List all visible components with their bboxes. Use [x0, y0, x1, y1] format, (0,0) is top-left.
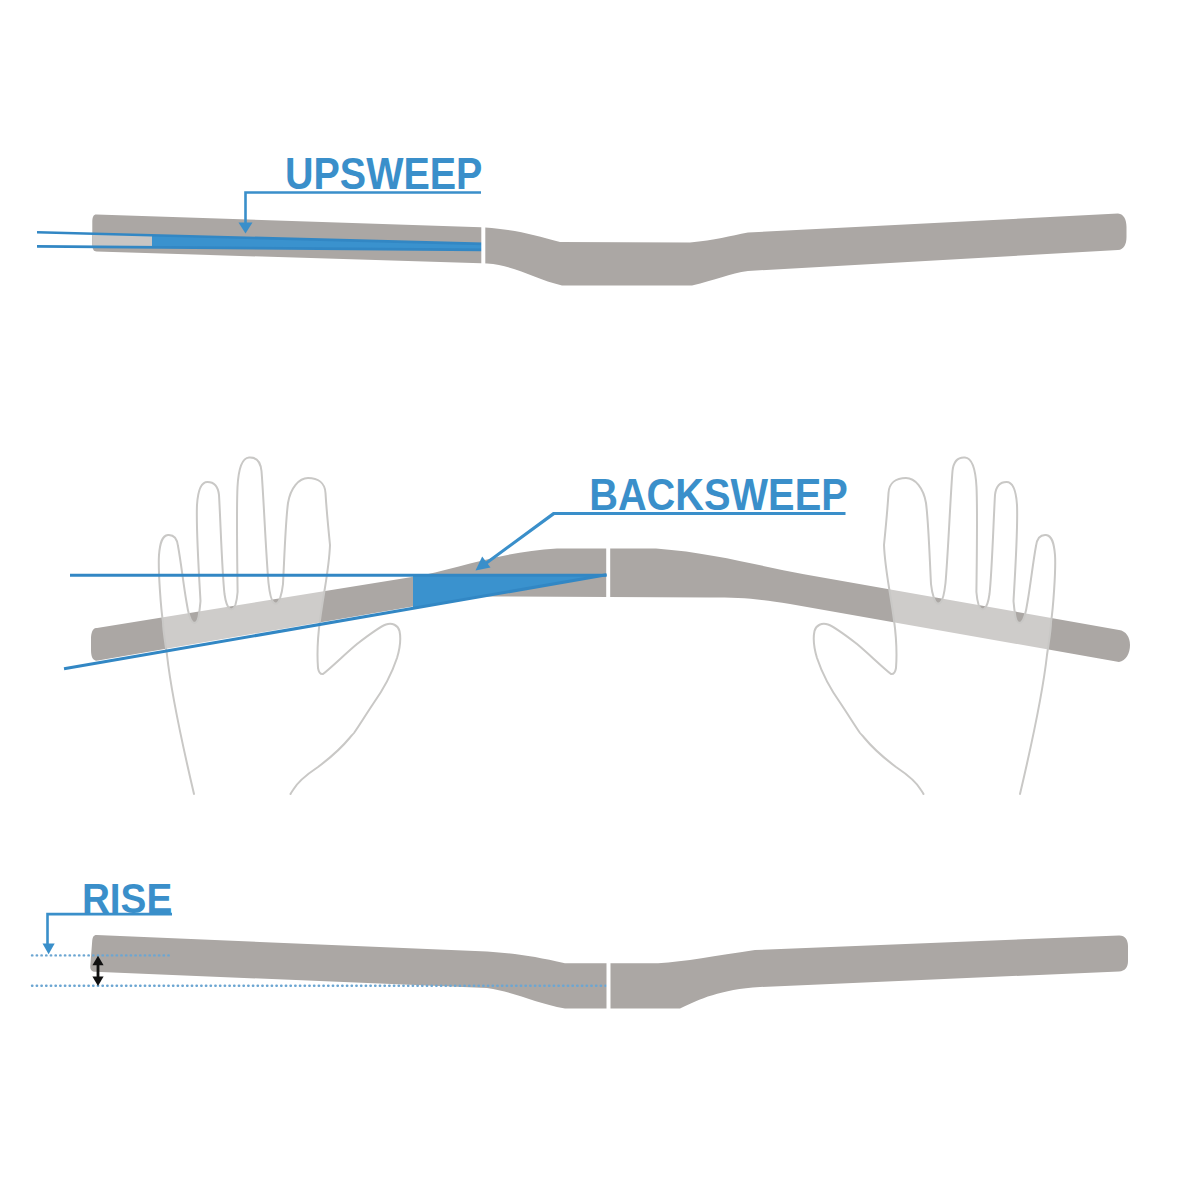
svg-text:UPSWEEP: UPSWEEP [285, 149, 482, 198]
svg-text:BACKSWEEP: BACKSWEEP [589, 470, 848, 519]
